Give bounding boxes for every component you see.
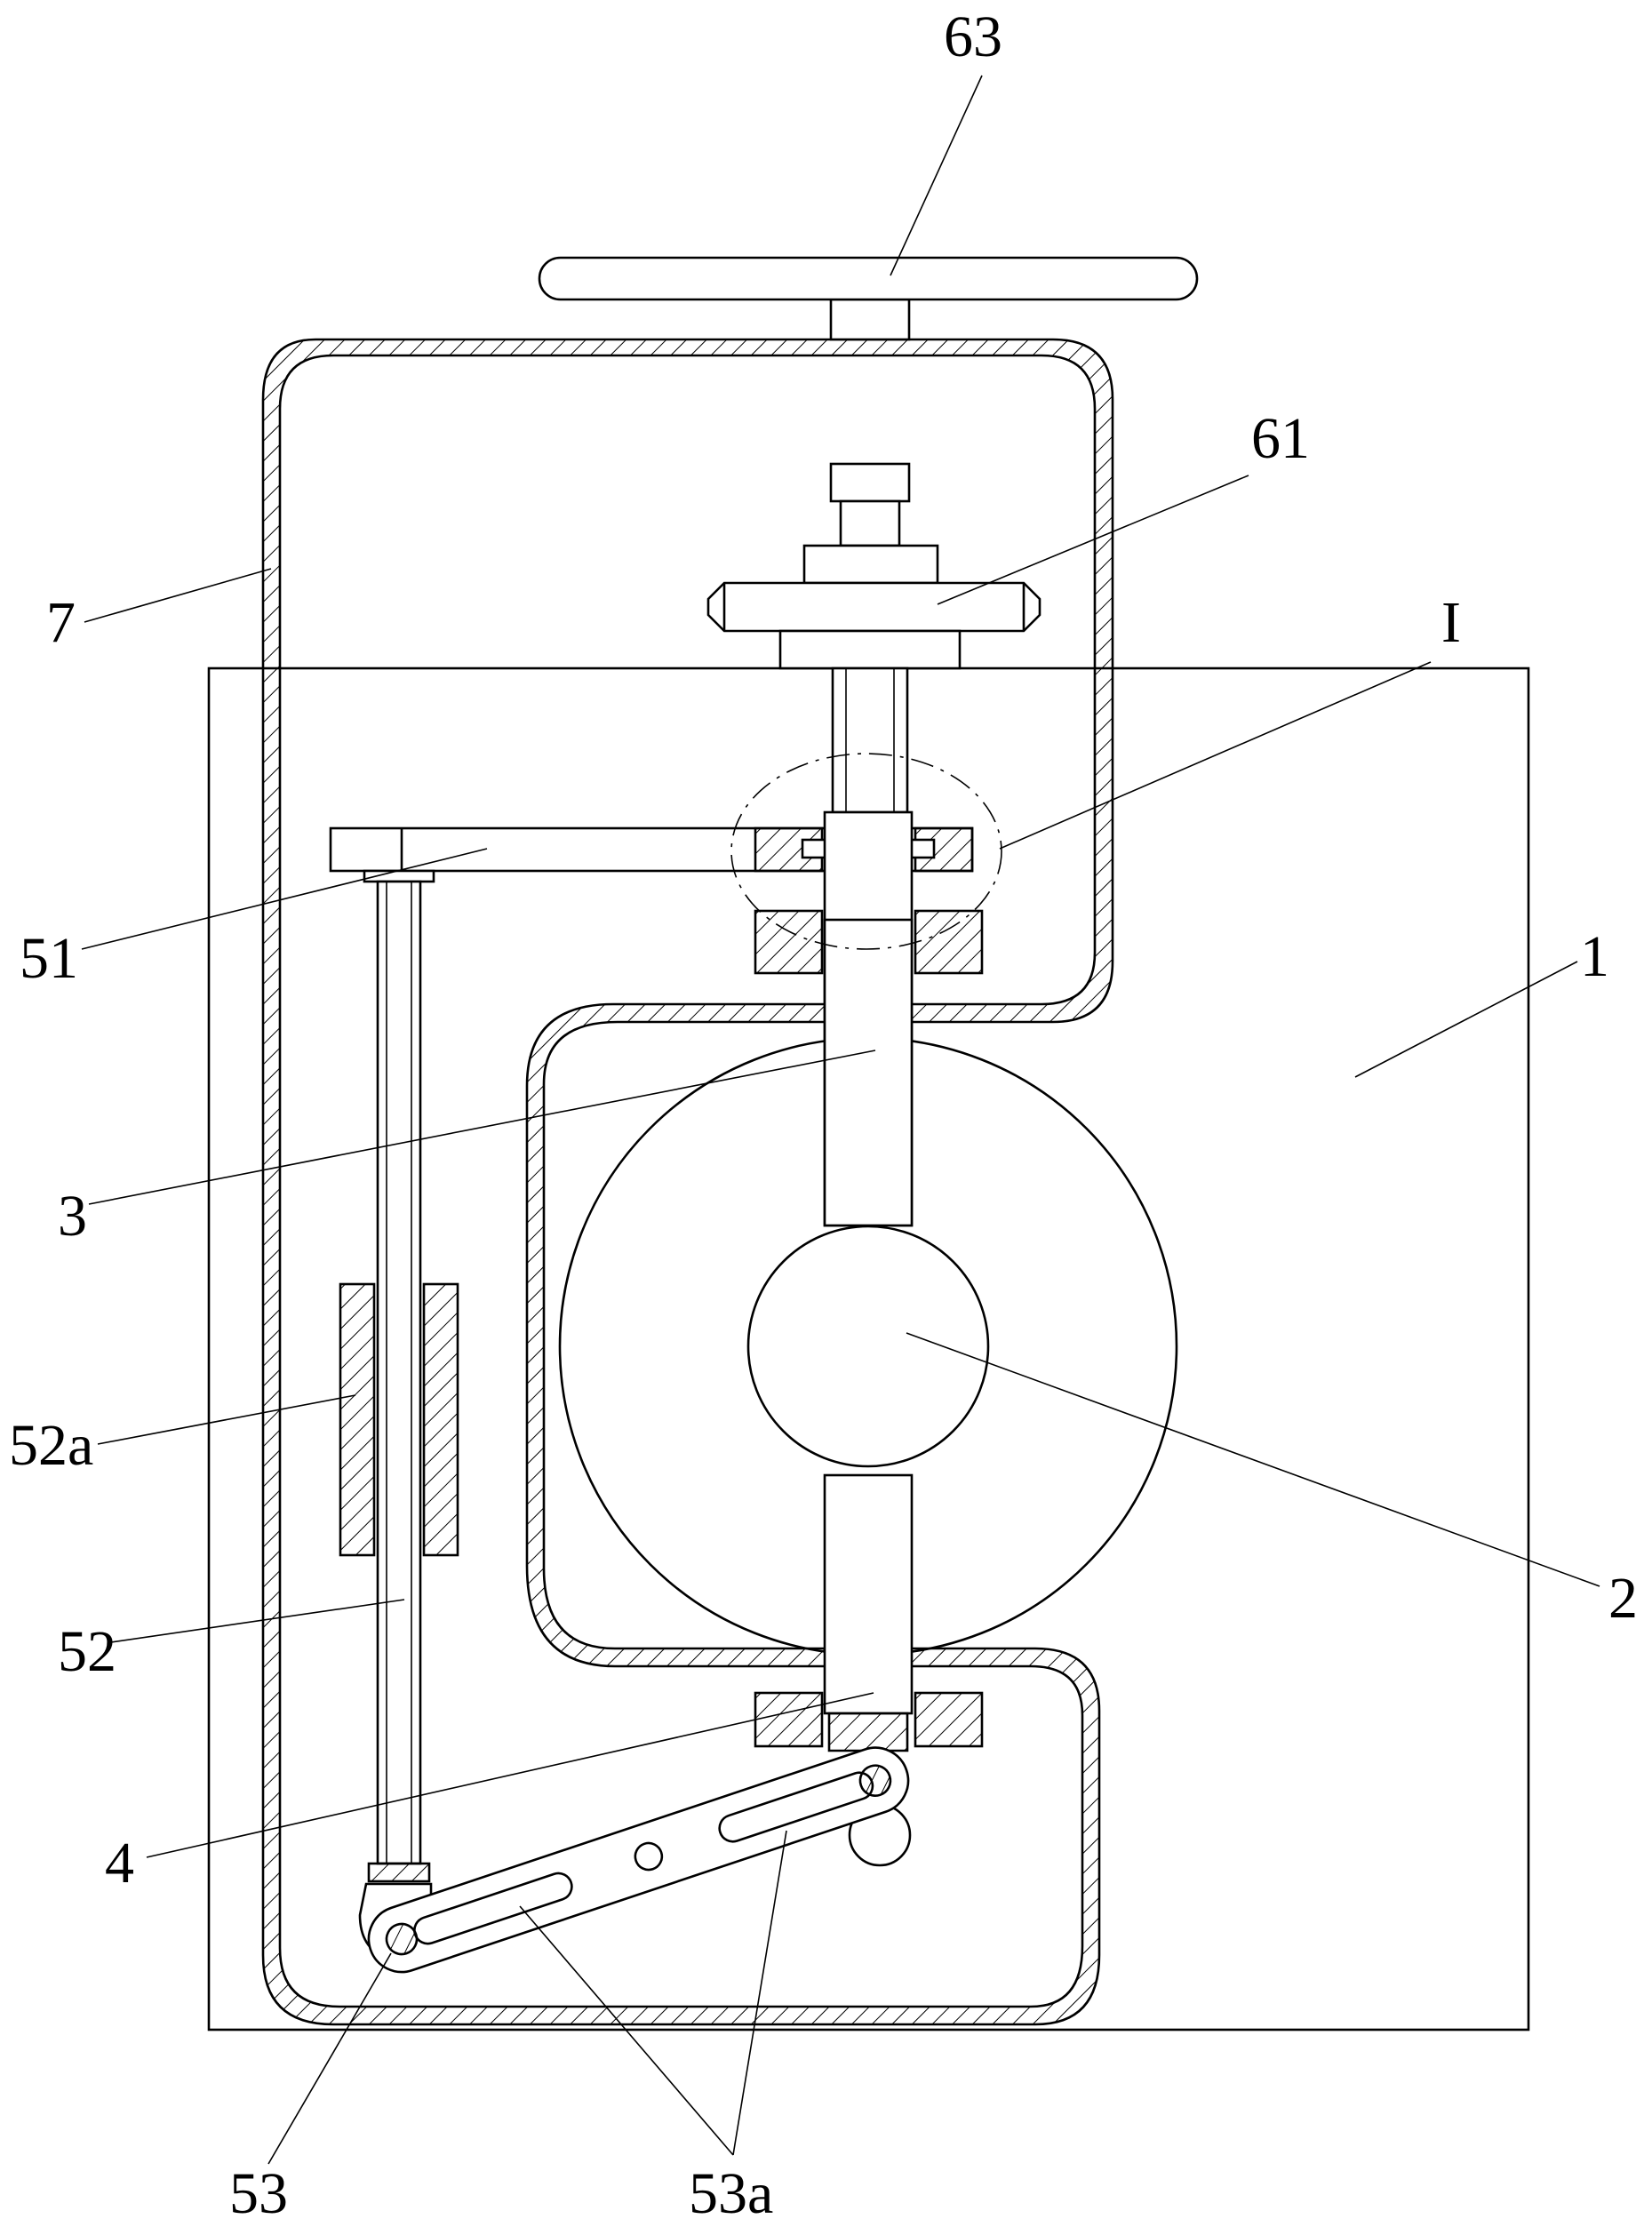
key-right bbox=[909, 838, 936, 859]
label-52a: 52a bbox=[9, 1413, 93, 1478]
guide-52a-right bbox=[422, 1282, 459, 1557]
detail-circle-I bbox=[730, 753, 1002, 950]
label-2: 2 bbox=[1608, 1566, 1638, 1631]
key-left bbox=[801, 838, 827, 859]
rod-clevis bbox=[367, 1862, 431, 1883]
slotted-link bbox=[358, 1746, 912, 1974]
label-4: 4 bbox=[105, 1831, 134, 1896]
label-52: 52 bbox=[58, 1619, 116, 1684]
label-53: 53 bbox=[229, 2161, 288, 2219]
label-51: 51 bbox=[20, 926, 78, 991]
label-1: 1 bbox=[1580, 924, 1609, 989]
shaft-4 bbox=[823, 1473, 914, 1715]
leader-lines bbox=[81, 75, 1600, 2165]
housing-shell bbox=[261, 338, 1114, 2026]
bearing-block-lower-right bbox=[914, 1691, 984, 1748]
bearing-block-mid-left bbox=[754, 909, 824, 975]
label-53a: 53a bbox=[689, 2161, 773, 2219]
shaft-3 bbox=[823, 918, 914, 1227]
label-7: 7 bbox=[46, 590, 76, 655]
guide-52a-left bbox=[339, 1282, 376, 1557]
hub bbox=[746, 1225, 990, 1468]
label-63: 63 bbox=[944, 4, 1002, 69]
handwheel bbox=[538, 256, 1199, 341]
bearing-block-mid-right bbox=[914, 909, 984, 975]
gear-assembly bbox=[706, 462, 1041, 814]
shaft-4-tip bbox=[827, 1712, 909, 1752]
label-3: 3 bbox=[58, 1184, 87, 1249]
rod-52 bbox=[363, 869, 435, 1865]
label-61: 61 bbox=[1251, 406, 1310, 471]
label-I: I bbox=[1441, 590, 1461, 655]
bearing-block-lower-left bbox=[754, 1691, 824, 1748]
